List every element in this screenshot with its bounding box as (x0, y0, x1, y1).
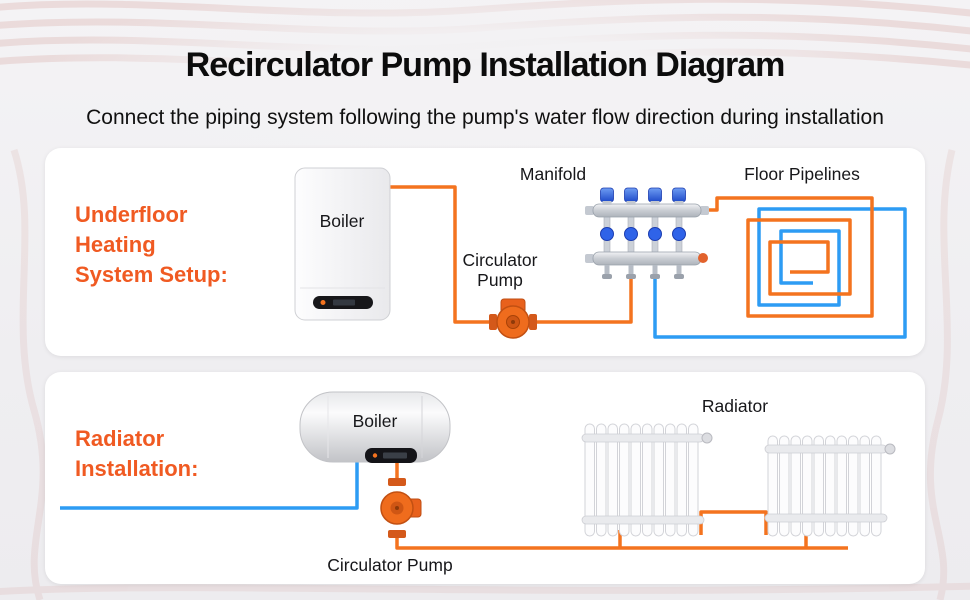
boiler-label: Boiler (353, 411, 398, 431)
circulator-pump-graphic (489, 298, 537, 339)
supply-pipe-pump-to-manifold (535, 279, 633, 324)
supply-pipe (390, 185, 874, 324)
circulator-pump-graphic (380, 478, 422, 538)
radiator-diagram: Boiler Circulator Pump (60, 391, 896, 575)
supply-pipe-main (395, 536, 848, 550)
radiator-label: Radiator (702, 396, 768, 416)
supply-pipe-boiler-to-pump (390, 185, 491, 324)
manifold-flow-meters (600, 227, 686, 241)
radiator-valve-icon (701, 432, 713, 444)
manifold-label: Manifold (520, 164, 586, 184)
radiator-panel-heading: Radiator Installation: (75, 424, 198, 484)
radiator-graphic-2 (764, 435, 896, 537)
return-pipe-floor-coil (653, 207, 907, 339)
boiler-graphic (299, 391, 451, 463)
floor-pipelines-label: Floor Pipelines (744, 164, 860, 184)
page-subtitle: Connect the piping system following the … (86, 106, 884, 129)
heading-line: Underfloor (75, 202, 188, 227)
boiler-graphic (294, 167, 391, 321)
return-pipe-main (60, 462, 359, 510)
boiler-label: Boiler (320, 211, 365, 231)
underfloor-diagram: Boiler Circulator Pump (294, 164, 907, 339)
supply-pipe-floor-coil (700, 196, 874, 318)
heading-line: Heating (75, 232, 156, 257)
radiator-connector-pipe (699, 510, 768, 535)
radiator-valve-icon (884, 443, 896, 455)
heading-line: Radiator (75, 426, 165, 451)
manifold-graphic (585, 187, 709, 279)
radiator-installation-panel: Radiator Installation: Boiler (45, 372, 925, 584)
circulator-pump-label-line2: Pump (477, 270, 523, 290)
underfloor-heating-panel: Underfloor Heating System Setup: (45, 148, 925, 356)
manifold-valve-caps (600, 187, 686, 203)
heading-line: System Setup: (75, 262, 228, 287)
heading-line: Installation: (75, 456, 199, 481)
page-title: Recirculator Pump Installation Diagram (185, 46, 786, 84)
return-pipe (653, 207, 907, 339)
circulator-pump-label-line1: Circulator (463, 250, 538, 270)
return-pipe (60, 462, 359, 510)
underfloor-panel-heading: Underfloor Heating System Setup: (75, 200, 228, 290)
circulator-pump-label: Circulator Pump (327, 555, 452, 575)
radiator-graphic-1 (581, 423, 713, 537)
